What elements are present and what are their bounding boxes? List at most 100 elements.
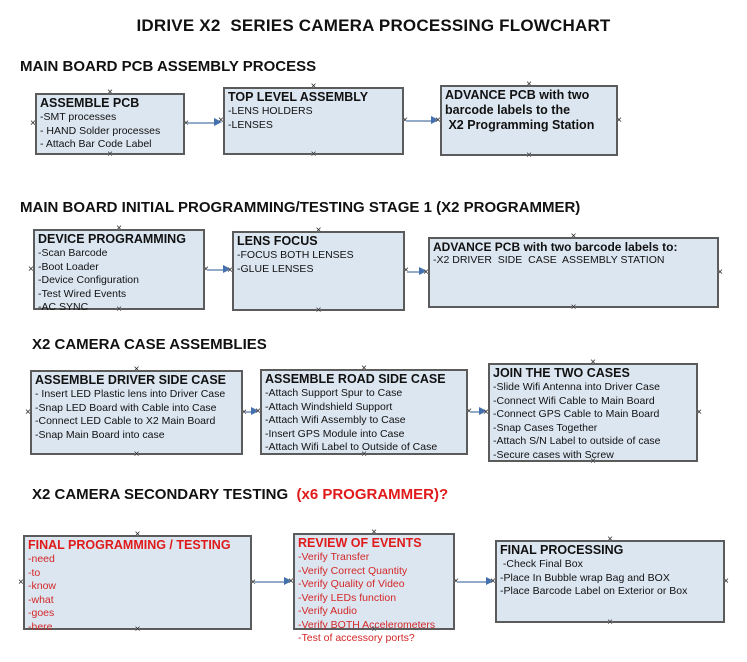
connector-arrow (470, 407, 487, 416)
flow-box-item: -Place Barcode Label on Exterior or Box (500, 585, 688, 597)
connector-line (457, 581, 487, 583)
flow-box-item: -Verify Transfer (298, 551, 370, 563)
flow-box-join-the-two-cases: JOIN THE TWO CASES-Slide Wifi Antenna in… (483, 358, 702, 467)
connector-arrow (254, 577, 292, 586)
flow-box-item: -Snap Cases Together (493, 421, 598, 434)
flow-box-item: -LENS HOLDERS (228, 105, 313, 117)
section-header-secondary-testing: X2 CAMERA SECONDARY TESTING (x6 PROGRAMM… (32, 486, 448, 503)
flow-box-title: FINAL PROCESSING (500, 543, 624, 557)
flow-box-item: -GLUE LENSES (237, 262, 314, 275)
flow-box-title: ADVANCE PCB with two barcode labels to: (433, 240, 678, 254)
flow-box-item: -Test of accessory ports? (298, 632, 415, 644)
flow-box-assemble-pcb: ASSEMBLE PCB-SMT processes- HAND Solder … (30, 88, 189, 160)
flow-box-title: JOIN THE TWO CASES (493, 366, 630, 380)
section-header-text: MAIN BOARD PCB ASSEMBLY PROCESS (20, 58, 317, 75)
page-title: IDRIVE X2 SERIES CAMERA PROCESSING FLOWC… (136, 16, 611, 35)
flow-box-lens-focus: LENS FOCUS-FOCUS BOTH LENSES-GLUE LENSES… (227, 226, 409, 316)
flow-box-item: -FOCUS BOTH LENSES (237, 249, 354, 261)
flow-box-item: -Secure cases with Screw (493, 448, 614, 461)
connector-line (207, 269, 224, 271)
connector-line (407, 271, 420, 273)
flow-box-item: -Verify Audio (298, 605, 357, 617)
flow-box-item: -Attach S/N Label to outside of case (493, 435, 661, 447)
arrowhead-icon (479, 407, 487, 415)
connection-point-icon: × (18, 576, 24, 588)
flow-box-top-level-assembly: TOP LEVEL ASSEMBLY-LENS HOLDERS-LENSES××… (218, 82, 408, 160)
connection-point-icon: × (310, 149, 317, 160)
arrowhead-icon (431, 116, 439, 124)
section-header-text: X2 CAMERA CASE ASSEMBLIES (32, 336, 267, 353)
flow-box-advance-pcb-to-driver-side-station: ADVANCE PCB with two barcode labels to:-… (423, 232, 723, 313)
connector-line (187, 122, 215, 124)
connection-point-icon: × (607, 617, 613, 628)
flow-box-assemble-road-side-case: ASSEMBLE ROAD SIDE CASE-Attach Support S… (255, 364, 472, 460)
flow-box-title: DEVICE PROGRAMMING (38, 232, 186, 246)
connection-point-icon: × (30, 118, 36, 129)
flow-box-title: ASSEMBLE DRIVER SIDE CASE (35, 373, 227, 387)
flow-box-item: -Snap Main Board into case (35, 428, 165, 441)
connector-line (470, 411, 480, 413)
flow-box-item: -to (28, 566, 41, 579)
arrowhead-icon (284, 577, 292, 585)
section-header-text: MAIN BOARD INITIAL PROGRAMMING/TESTING S… (20, 199, 581, 216)
flow-box-item: -Attach Wifi Label to Outside of Case (265, 441, 438, 453)
flow-box-item: -Connect LED Cable to X2 Main Board (35, 415, 216, 427)
flow-box-device-programming: DEVICE PROGRAMMING-Scan Barcode-Boot Loa… (28, 224, 209, 315)
flow-box-item: -Check Final Box (500, 558, 583, 570)
connection-point-icon: × (28, 263, 34, 275)
flow-box-final-programming-testing: FINAL PROGRAMMING / TESTING-need-to-know… (18, 530, 256, 635)
flow-box-item: - Attach Bar Code Label (40, 138, 152, 150)
flow-box-title: FINAL PROGRAMMING / TESTING (28, 538, 231, 552)
flow-box-item: - HAND Solder processes (40, 124, 161, 137)
flow-box-item: -Attach Wifi Assembly to Case (265, 414, 406, 426)
flow-box-item: -Connect Wifi Cable to Main Board (493, 394, 655, 407)
flow-box-title: TOP LEVEL ASSEMBLY (228, 90, 369, 104)
flow-box-item: -Place In Bubble wrap Bag and BOX (500, 571, 670, 584)
arrowhead-icon (223, 265, 231, 273)
flow-box-item: -AC SYNC (38, 301, 89, 313)
arrowhead-icon (419, 267, 427, 275)
flow-box-item: -SMT processes (40, 111, 117, 123)
connection-point-icon: × (25, 406, 31, 418)
flow-box-item: -Verify BOTH Accelerometers (298, 618, 436, 631)
flow-box-item: -Boot Loader (38, 260, 99, 273)
arrowhead-icon (214, 118, 222, 126)
flow-box-item: -Attach Windshield Support (265, 400, 393, 413)
connector-arrow (245, 407, 259, 416)
connection-point-icon: × (723, 575, 729, 587)
flow-box-item: -Verify LEDs function (298, 591, 397, 604)
connection-point-icon: × (696, 406, 702, 418)
connector-arrow (407, 267, 427, 276)
connection-point-icon: × (315, 305, 322, 316)
flow-box-item: -Attach Support Spur to Case (265, 387, 403, 399)
section-header-suffix: (x6 PROGRAMMER)? (292, 486, 449, 503)
section-header-initial-programming-stage1: MAIN BOARD INITIAL PROGRAMMING/TESTING S… (20, 199, 580, 216)
section-header-pcb-assembly: MAIN BOARD PCB ASSEMBLY PROCESS (20, 58, 316, 75)
flow-box-item: - Insert LED Plastic lens into Driver Ca… (35, 388, 226, 400)
flow-box-item: -Device Configuration (38, 274, 139, 286)
connection-point-icon: × (616, 114, 622, 126)
flow-box-item: -Scan Barcode (38, 247, 108, 259)
connector-line (254, 581, 285, 583)
connection-point-icon: × (570, 302, 577, 313)
flow-box-title: ASSEMBLE ROAD SIDE CASE (265, 372, 446, 386)
connection-point-icon: × (107, 149, 113, 160)
connector-line (406, 120, 432, 122)
flow-box-item: -what (28, 593, 54, 606)
arrowhead-icon (251, 407, 259, 415)
connection-point-icon: × (133, 449, 140, 460)
flow-box-item: -Connect GPS Cable to Main Board (493, 408, 660, 420)
flow-box-item: -Snap LED Board with Cable into Case (35, 401, 217, 414)
flow-box-item: -Verify Quality of Video (298, 578, 405, 590)
flow-box-final-processing: FINAL PROCESSING -Check Final Box-Place … (490, 535, 729, 628)
flow-box-item: -X2 DRIVER SIDE CASE ASSEMBLY STATION (433, 254, 665, 267)
connection-point-icon: × (526, 150, 532, 161)
flow-box-title: ADVANCE PCB with two barcode labels to t… (445, 88, 595, 132)
flow-box-title: ASSEMBLE PCB (40, 96, 140, 110)
connector-arrow (187, 118, 222, 127)
flow-box-item: -need (28, 553, 55, 565)
flow-box-advance-pcb-to-programming-station: ADVANCE PCB with two barcode labels to t… (435, 80, 622, 161)
flow-box-item: -know (28, 580, 57, 592)
connector-line (245, 411, 252, 413)
